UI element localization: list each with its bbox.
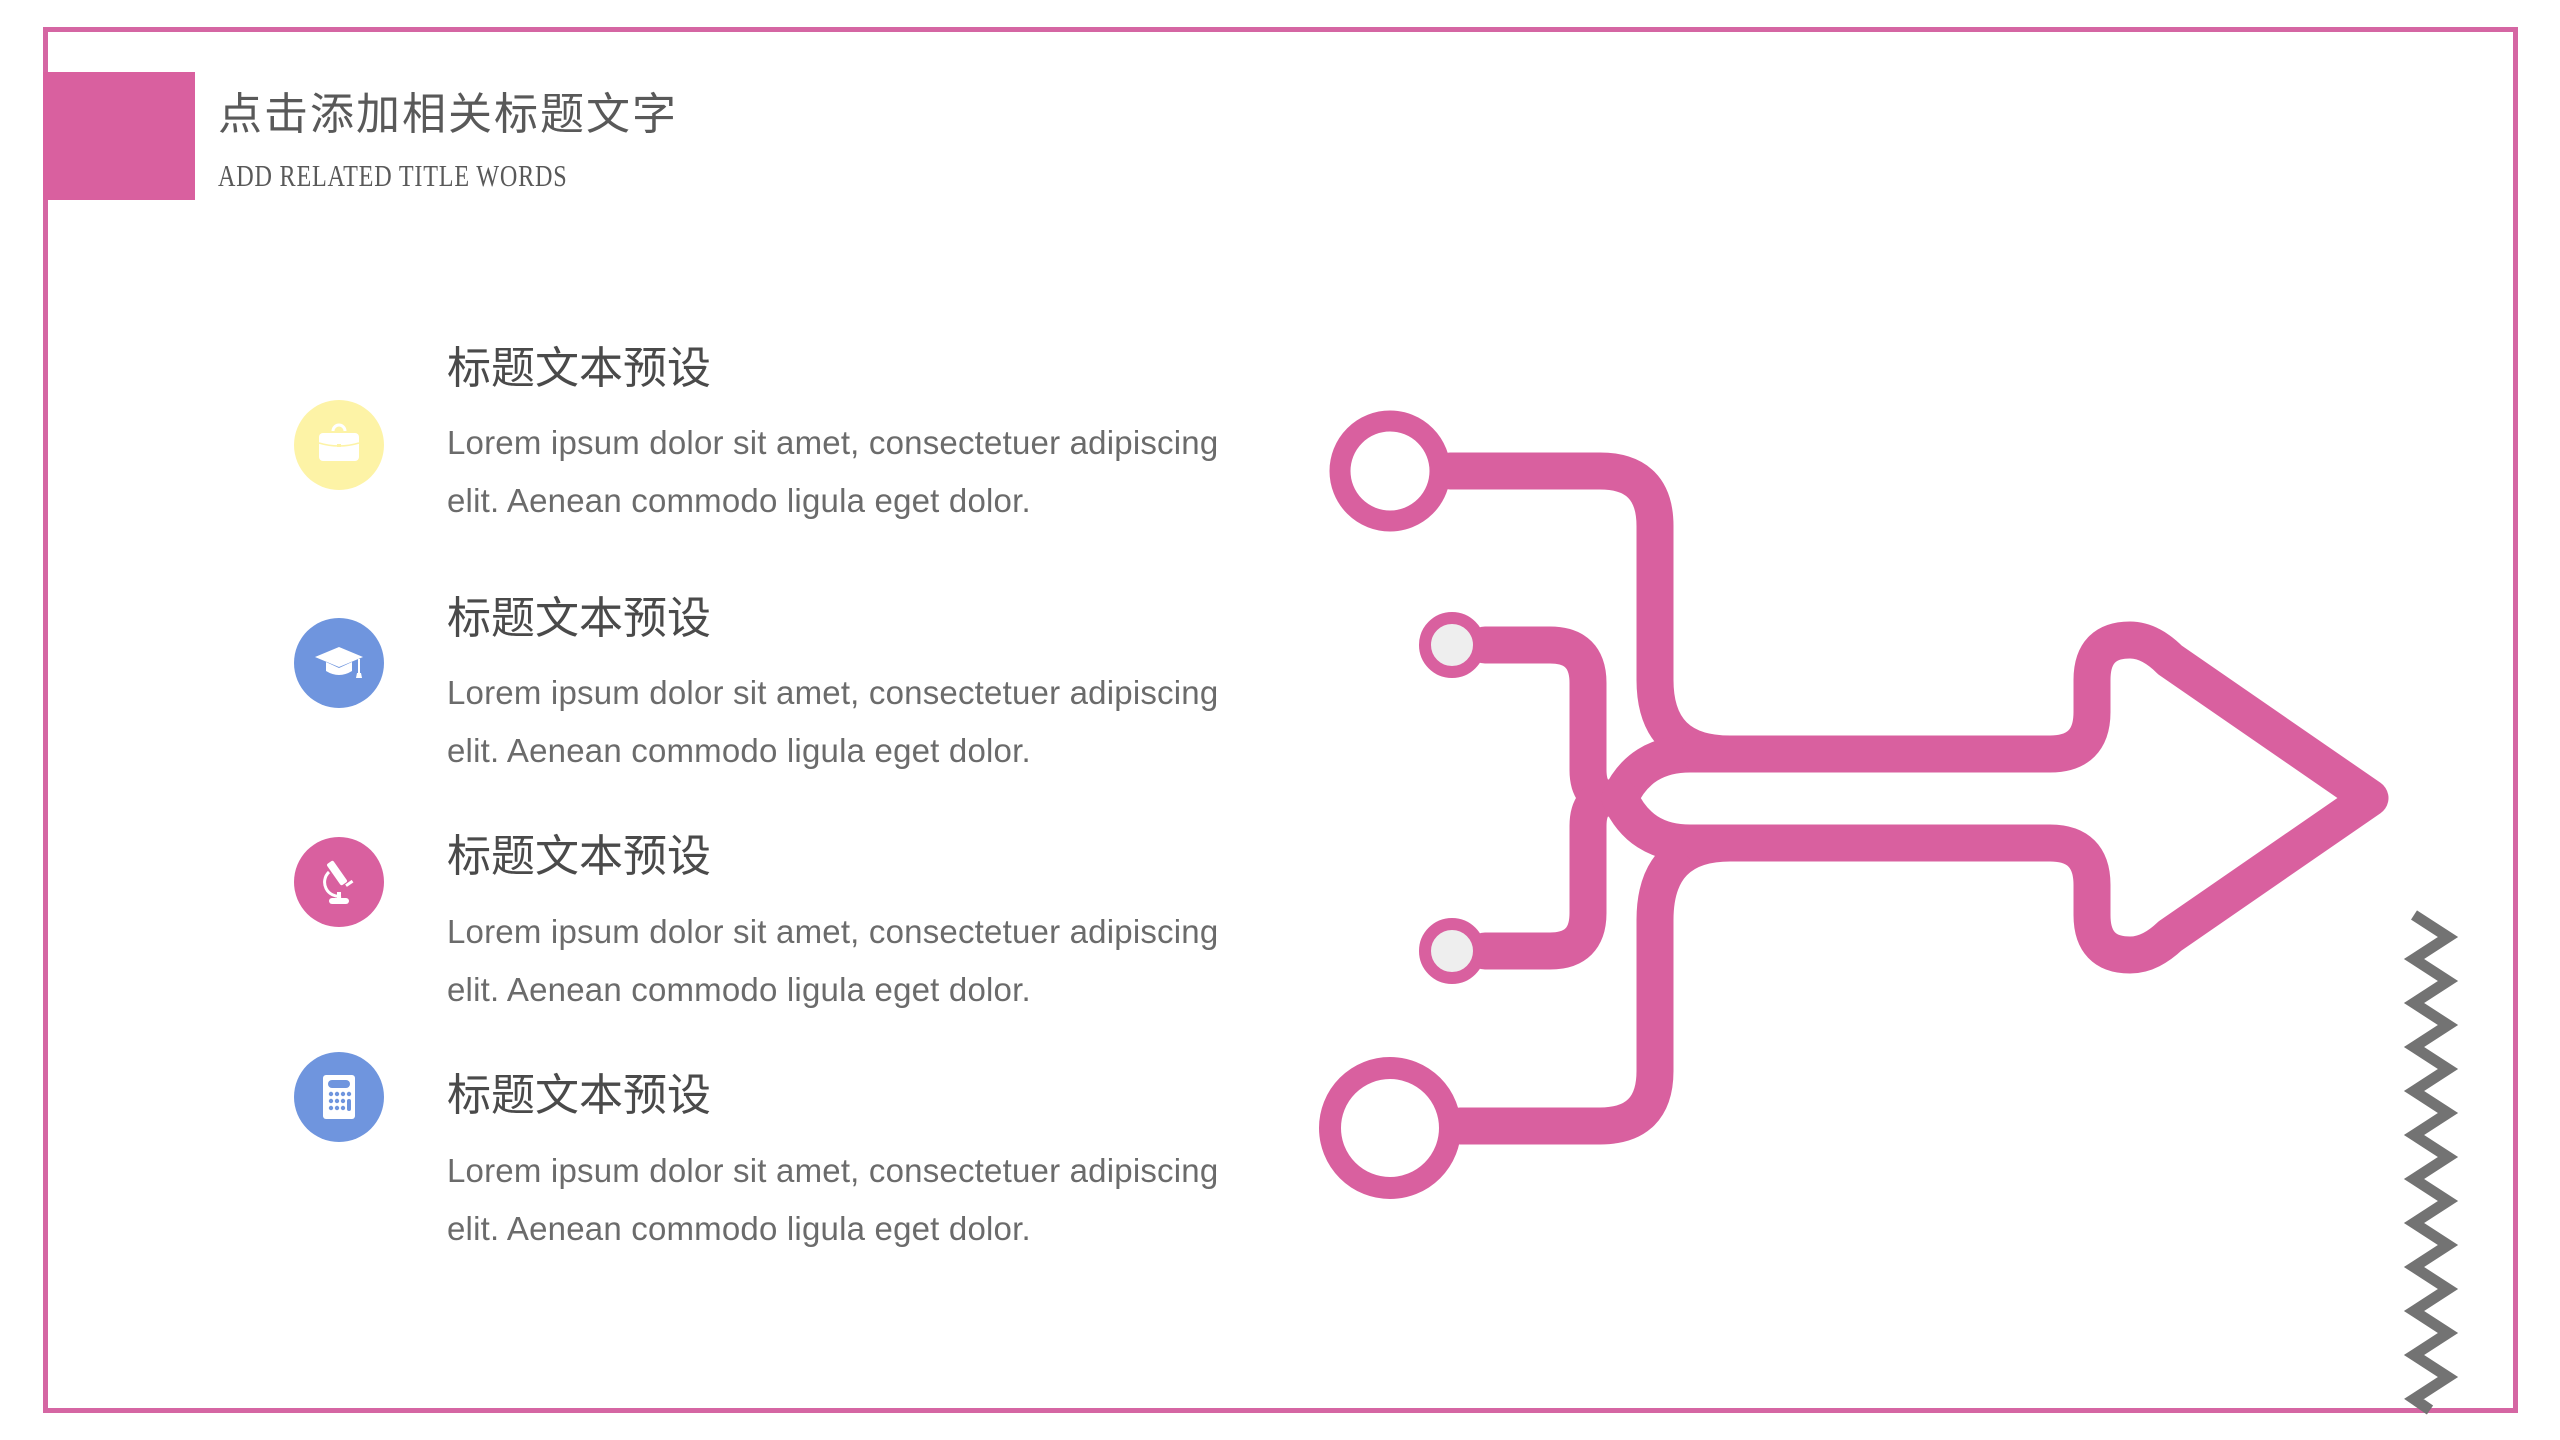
item-body-line: elit. Aenean commodo ligula eget dolor.: [447, 971, 1031, 1008]
graduation-cap-icon: [315, 647, 363, 678]
slide-frame: [43, 27, 2518, 1413]
page-title: 点击添加相关标题文字: [218, 89, 678, 140]
item-body: Lorem ipsum dolor sit amet, consectetuer…: [447, 1142, 1287, 1258]
microscope-icon-badge: [294, 837, 384, 927]
list-item: 标题文本预设 Lorem ipsum dolor sit amet, conse…: [0, 0, 1300, 769]
list-item: 标题文本预设 Lorem ipsum dolor sit amet, conse…: [0, 0, 1300, 519]
item-body-line: Lorem ipsum dolor sit amet, consectetuer…: [447, 1152, 1219, 1189]
item-body: Lorem ipsum dolor sit amet, consectetuer…: [447, 903, 1287, 1019]
item-heading: 标题文本预设: [447, 343, 711, 394]
item-heading: 标题文本预设: [447, 593, 711, 644]
list-item: 标题文本预设 Lorem ipsum dolor sit amet, conse…: [0, 0, 1300, 1247]
list-item: 标题文本预设 Lorem ipsum dolor sit amet, conse…: [0, 0, 1300, 1008]
item-heading: 标题文本预设: [447, 1070, 711, 1121]
page-subtitle: ADD RELATED TITLE WORDS: [218, 158, 568, 193]
briefcase-icon-badge: [294, 400, 384, 490]
title-accent-block: [43, 72, 195, 200]
item-body-line: elit. Aenean commodo ligula eget dolor.: [447, 732, 1031, 769]
microscope-icon: [323, 860, 354, 904]
item-heading: 标题文本预设: [447, 831, 711, 882]
item-body-line: Lorem ipsum dolor sit amet, consectetuer…: [447, 674, 1219, 711]
calculator-icon: [323, 1075, 355, 1119]
graduation-cap-icon-badge: [294, 618, 384, 708]
item-body-line: elit. Aenean commodo ligula eget dolor.: [447, 1210, 1031, 1247]
item-body-line: Lorem ipsum dolor sit amet, consectetuer…: [447, 424, 1219, 461]
calculator-icon-badge: [294, 1052, 384, 1142]
item-body: Lorem ipsum dolor sit amet, consectetuer…: [447, 664, 1287, 780]
item-body-line: elit. Aenean commodo ligula eget dolor.: [447, 482, 1031, 519]
briefcase-icon: [318, 423, 360, 461]
item-body: Lorem ipsum dolor sit amet, consectetuer…: [447, 414, 1287, 530]
item-body-line: Lorem ipsum dolor sit amet, consectetuer…: [447, 913, 1219, 950]
